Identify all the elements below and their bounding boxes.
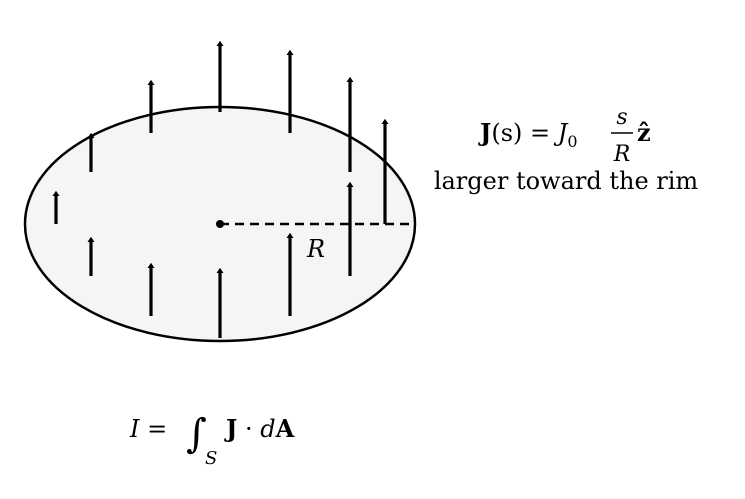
unit-vector-z: ẑ bbox=[637, 118, 651, 147]
total-current-formula: I = ∫ S J · dA bbox=[129, 411, 295, 469]
integral-lhs: I = bbox=[129, 415, 167, 443]
arrow-group bbox=[52, 40, 389, 338]
integral-subscript: S bbox=[205, 448, 217, 469]
rim-note: larger toward the rim bbox=[434, 167, 699, 195]
center-dot bbox=[216, 220, 224, 228]
formula-lhs: J(s) = J0 bbox=[478, 118, 578, 151]
integrand: J · dA bbox=[224, 414, 295, 443]
fraction-denominator: R bbox=[613, 142, 631, 167]
current-density-formula: J(s) = J0 s R ẑ bbox=[478, 105, 651, 167]
fraction-numerator: s bbox=[616, 105, 627, 130]
radius-label: R bbox=[306, 235, 325, 263]
integral-sign: ∫ bbox=[186, 411, 207, 457]
